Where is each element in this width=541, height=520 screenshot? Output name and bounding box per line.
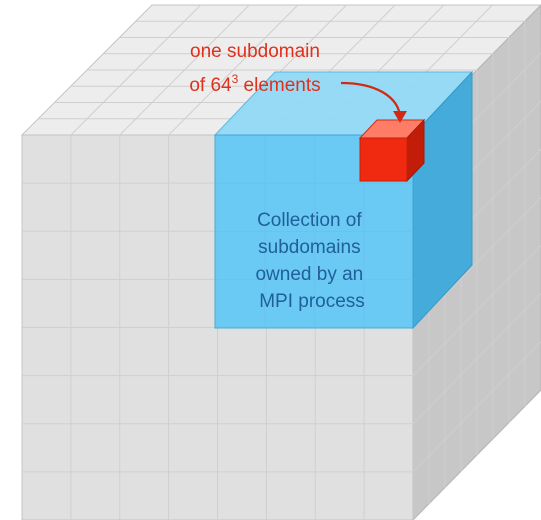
side-grid-line bbox=[412, 293, 541, 425]
annotation-arrowhead bbox=[393, 111, 407, 123]
side-grid-line bbox=[412, 245, 541, 376]
subdomain-front-face bbox=[359, 137, 408, 182]
block-label-line-3: owned by an bbox=[255, 264, 363, 285]
subdomain-cube bbox=[358, 118, 426, 183]
block-label-line-4: MPI process bbox=[259, 291, 365, 312]
annotation-prefix: of 64 bbox=[189, 75, 232, 96]
block-grid-lines bbox=[215, 135, 413, 328]
annotation-superscript: 3 bbox=[232, 72, 239, 86]
block-label-line-1: Collection of bbox=[257, 210, 362, 231]
annotation-line-1: one subdomain bbox=[190, 41, 320, 62]
block-label-line-2: subdomains bbox=[258, 237, 360, 258]
side-grid-line bbox=[412, 341, 541, 473]
annotation-suffix: elements bbox=[238, 75, 320, 96]
subdomain-annotation: one subdomain of 643 elements bbox=[189, 41, 407, 123]
annotation-line-2: of 643 elements bbox=[189, 72, 320, 96]
mpi-process-block: Collection of subdomains owned by an MPI… bbox=[213, 70, 474, 330]
block-label: Collection of subdomains owned by an MPI… bbox=[255, 210, 368, 312]
